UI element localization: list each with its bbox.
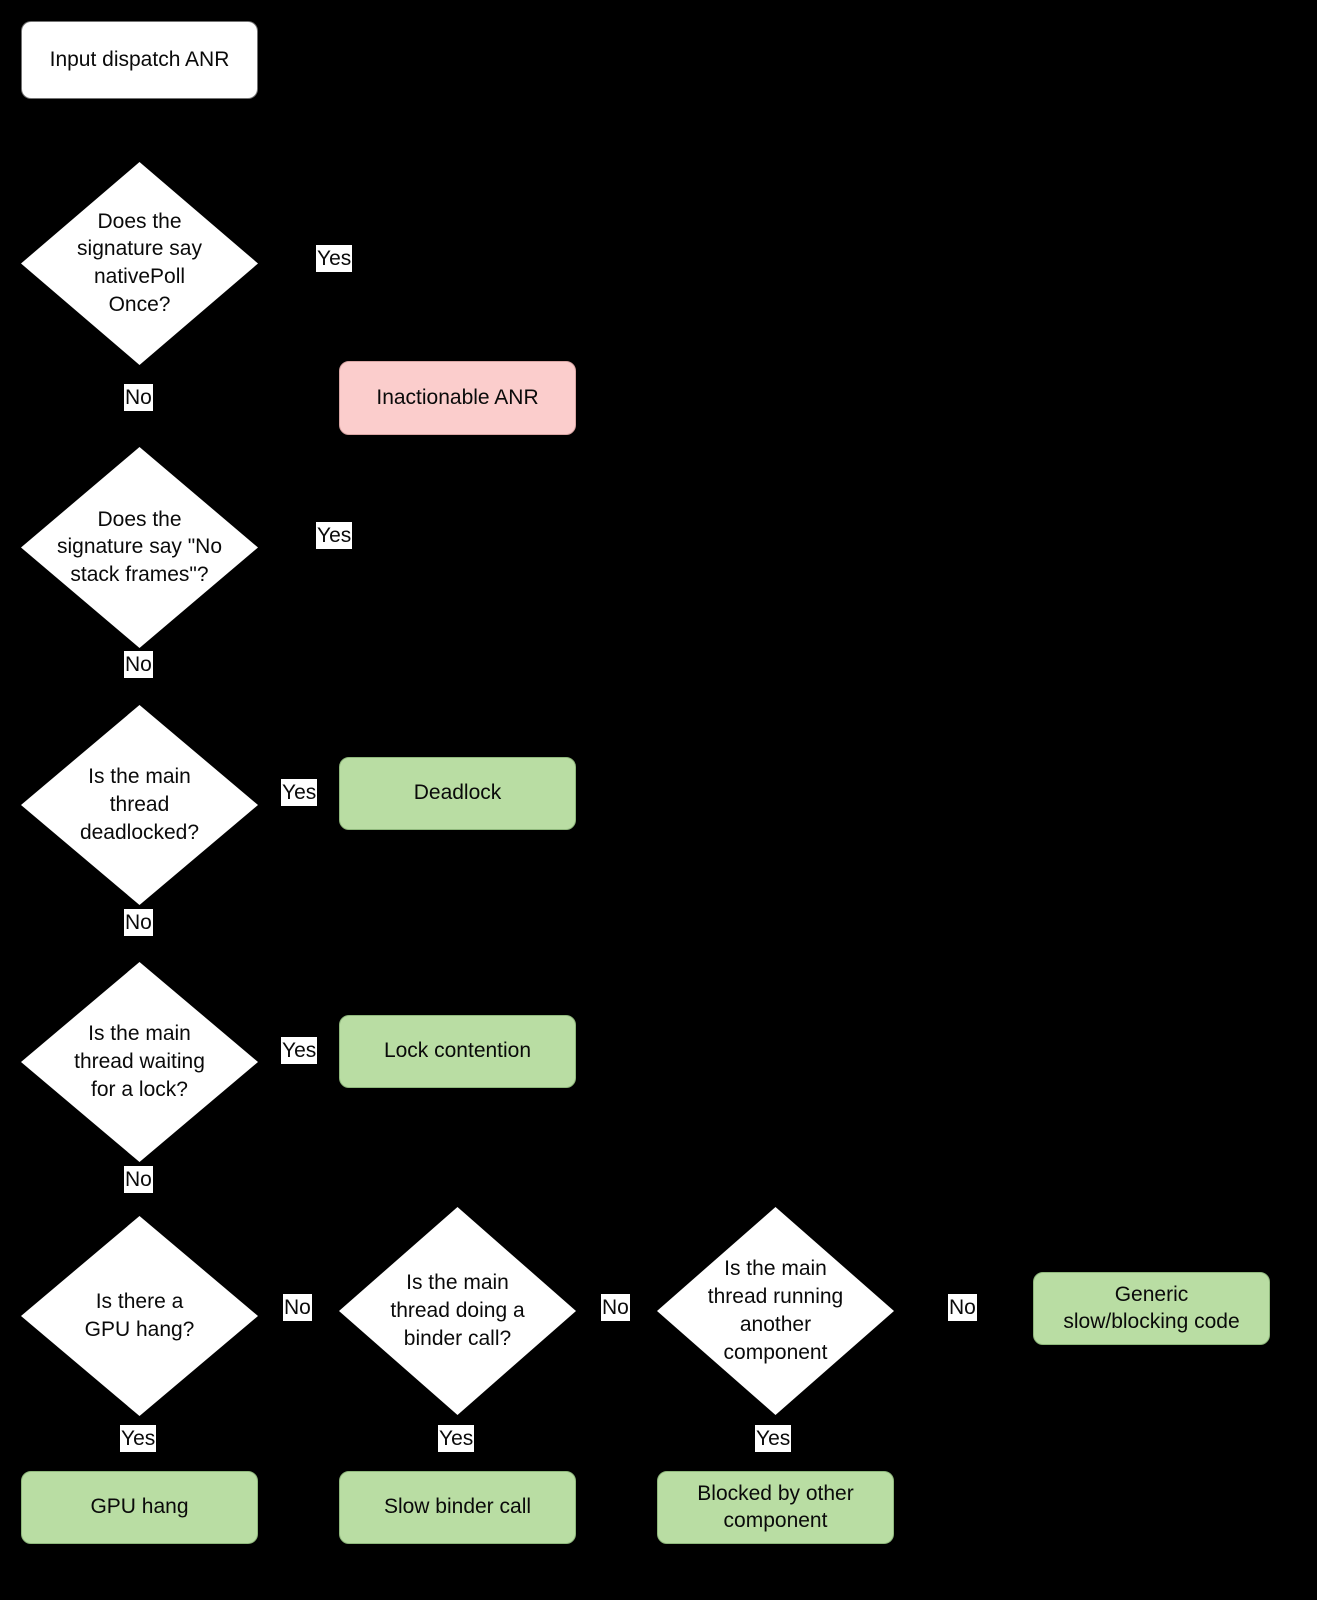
diamond-shape [21, 447, 258, 648]
node-label: Blocked by other component [697, 1481, 854, 1532]
node-label: Inactionable ANR [376, 385, 539, 409]
node-slow-binder-call[interactable]: Slow binder call [339, 1471, 576, 1544]
node-input-dispatch-anr[interactable]: Input dispatch ANR [21, 21, 258, 99]
edge-label-d1-yes: Yes [316, 245, 353, 273]
node-label: GPU hang [90, 1495, 189, 1519]
node-lock-contention[interactable]: Lock contention [339, 1015, 576, 1088]
node-gpu-hang[interactable]: GPU hang [21, 1471, 258, 1544]
connector-d7-yes [773, 1422, 775, 1498]
node-decision-main-thread-deadlocked[interactable]: Is the main thread deadlocked? [21, 705, 258, 905]
node-decision-running-another-component[interactable]: Is the main thread running another compo… [657, 1207, 894, 1415]
edge-label-d2-yes: Yes [316, 522, 353, 550]
diamond-shape [21, 705, 258, 905]
edge-label-d1-no: No [124, 384, 153, 412]
edge-label-d6-no: No [601, 1294, 630, 1322]
edge-label-d7-yes: Yes [755, 1425, 792, 1453]
node-label: Input dispatch ANR [49, 47, 230, 71]
edge-label-d6-yes: Yes [438, 1425, 475, 1453]
edge-label-d4-no: No [124, 1166, 153, 1194]
edge-label-d2-no: No [124, 651, 153, 679]
connector-start-to-d1 [138, 99, 140, 162]
node-decision-main-thread-waiting-lock[interactable]: Is the main thread waiting for a lock? [21, 962, 258, 1162]
edge-label-d3-no: No [124, 909, 153, 937]
connector-d2-yes [258, 537, 466, 539]
connector-d6-yes [456, 1422, 458, 1498]
diamond-shape [339, 1207, 576, 1415]
connector-d5-yes [138, 1422, 140, 1498]
connector-d4-no [138, 1162, 140, 1236]
diamond-shape [657, 1207, 894, 1415]
node-decision-native-poll-once[interactable]: Does the signature say nativePoll Once? [21, 162, 258, 365]
connector-d1-yes-drop [465, 262, 467, 365]
edge-label-d5-yes: Yes [120, 1425, 157, 1453]
diamond-shape [21, 162, 258, 365]
node-decision-gpu-hang[interactable]: Is there a GPU hang? [21, 1216, 258, 1416]
edge-label-d5-no: No [283, 1294, 312, 1322]
node-decision-no-stack-frames[interactable]: Does the signature say "No stack frames"… [21, 447, 258, 648]
edge-label-d7-no: No [948, 1294, 977, 1322]
node-inactionable-anr[interactable]: Inactionable ANR [339, 361, 576, 435]
edge-label-d4-yes: Yes [281, 1037, 318, 1065]
node-generic-slow-blocking-code[interactable]: Generic slow/blocking code [1033, 1272, 1270, 1345]
node-label: Slow binder call [383, 1495, 532, 1519]
node-blocked-by-other-component[interactable]: Blocked by other component [657, 1471, 894, 1544]
node-label: Generic slow/blocking code [1063, 1282, 1240, 1333]
edge-label-d3-yes: Yes [281, 779, 318, 807]
diamond-shape [21, 962, 258, 1162]
node-deadlock[interactable]: Deadlock [339, 757, 576, 830]
connector-d7-no [910, 1308, 1053, 1310]
node-decision-binder-call[interactable]: Is the main thread doing a binder call? [339, 1207, 576, 1415]
connector-d1-yes [258, 262, 466, 264]
node-label: Deadlock [413, 781, 502, 805]
diamond-shape [21, 1216, 258, 1416]
connector-d2-yes-rise [465, 443, 467, 537]
node-label: Lock contention [383, 1039, 532, 1063]
